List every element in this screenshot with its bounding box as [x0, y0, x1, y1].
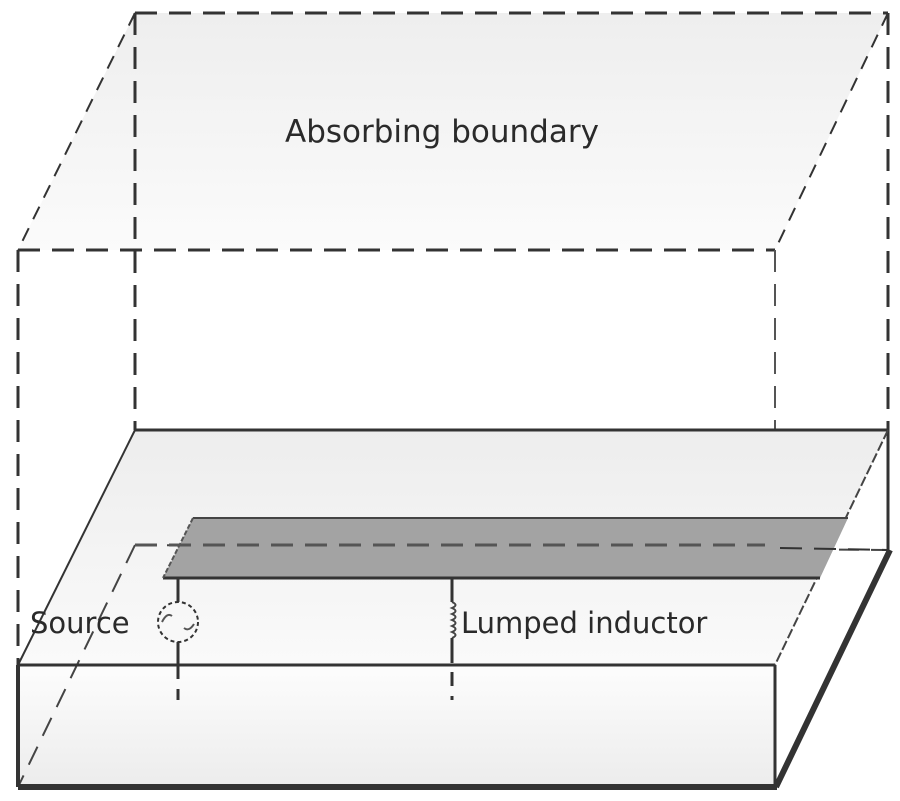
microstrip-face	[163, 518, 848, 578]
lumped-inductor-label: Lumped inductor	[461, 606, 707, 640]
inductor-coil-icon	[449, 601, 457, 639]
microstrip-line	[162, 517, 848, 580]
boundary-left-slant-edge	[17, 12, 136, 251]
source-label: Source	[30, 606, 130, 640]
source	[157, 578, 199, 700]
absorbing-boundary-label: Absorbing boundary	[285, 114, 599, 150]
lumped-inductor	[449, 578, 457, 700]
ac-source-wave-icon	[161, 613, 195, 631]
boundary-right-slant-edge	[774, 12, 889, 251]
boundary-top-face	[18, 13, 888, 250]
substrate-right-face	[775, 430, 888, 787]
substrate-left-slant-edge	[17, 429, 136, 666]
boundary-hidden-bottom-edge-right	[779, 547, 889, 551]
absorbing-boundary-box	[16, 11, 890, 665]
microstrip-left-edge	[162, 517, 194, 579]
substrate-right-bottom-slant-edge	[773, 548, 893, 789]
substrate-front-face	[18, 665, 775, 787]
